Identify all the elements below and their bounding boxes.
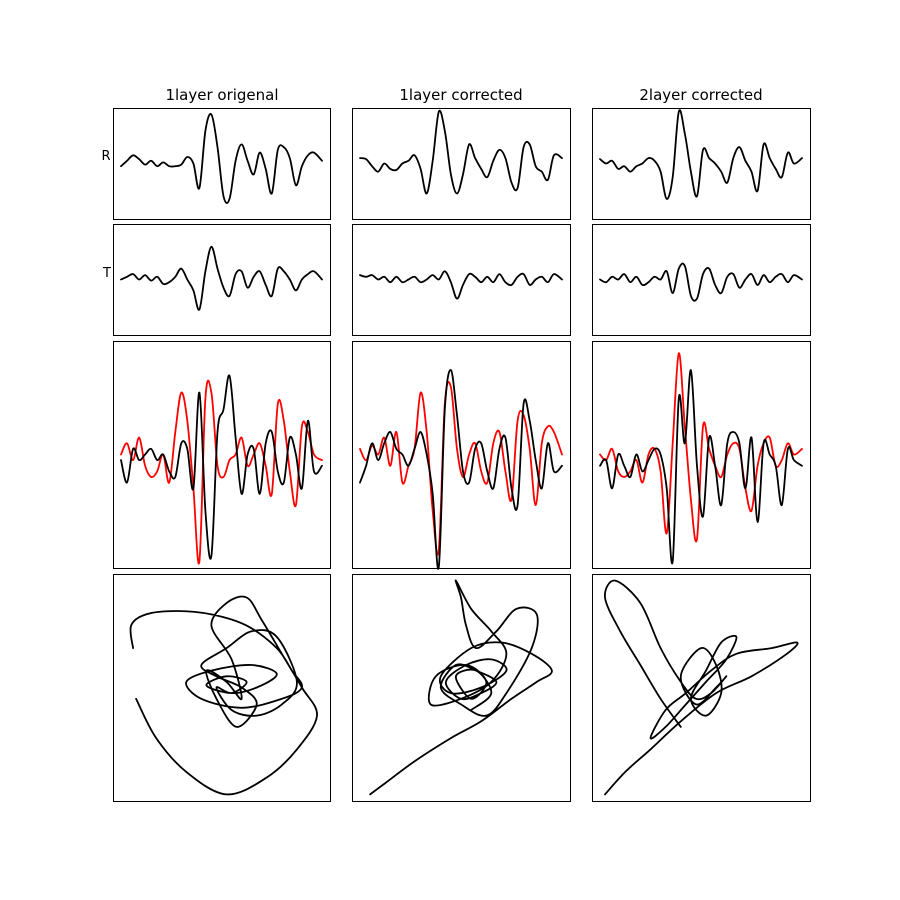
black-trace-11-0	[604, 579, 799, 796]
row-label-r: R	[101, 149, 110, 164]
panel-frame	[113, 574, 331, 802]
panel-particle-motion-2	[352, 574, 571, 802]
panel-overlay-2	[352, 341, 571, 570]
panel-T-1	[113, 224, 331, 336]
black-trace-4-0	[359, 109, 563, 195]
panel-frame	[352, 341, 571, 569]
black-trace-10-1	[599, 369, 803, 565]
black-trace-6-1	[359, 369, 563, 570]
row-label-t: T	[102, 266, 111, 281]
red-trace-6-0	[359, 380, 563, 556]
panel-frame	[592, 574, 811, 802]
black-trace-0-0	[120, 112, 323, 204]
panel-frame	[352, 224, 571, 336]
panel-frame	[113, 108, 331, 220]
panel-T-2	[352, 224, 571, 336]
column-title-2: 1layer corrected	[399, 86, 522, 104]
panel-grid	[113, 108, 811, 802]
black-trace-1-0	[120, 245, 323, 311]
panel-particle-motion-3	[592, 574, 811, 802]
black-trace-8-0	[599, 109, 803, 200]
panel-R-3	[592, 108, 811, 220]
panel-frame	[113, 224, 331, 336]
black-trace-5-0	[359, 270, 563, 300]
red-trace-2-0	[120, 379, 323, 565]
panel-frame	[352, 574, 571, 802]
panel-R-2	[352, 108, 571, 220]
panel-overlay-1	[113, 341, 331, 569]
panel-R-1	[113, 108, 331, 220]
panel-frame	[592, 108, 811, 220]
panel-frame	[113, 341, 331, 569]
panel-T-3	[592, 224, 811, 336]
column-title-1: 1layer origenal	[165, 86, 278, 104]
panel-frame	[352, 108, 571, 220]
black-trace-2-1	[120, 374, 323, 560]
black-trace-7-0	[369, 579, 553, 796]
black-trace-9-0	[599, 262, 803, 302]
panel-particle-motion-1	[113, 574, 331, 802]
panel-overlay-3	[592, 341, 811, 569]
column-title-3: 2layer corrected	[639, 86, 762, 104]
panel-frame	[592, 341, 811, 569]
black-trace-3-0	[129, 595, 318, 796]
panel-frame	[592, 224, 811, 336]
